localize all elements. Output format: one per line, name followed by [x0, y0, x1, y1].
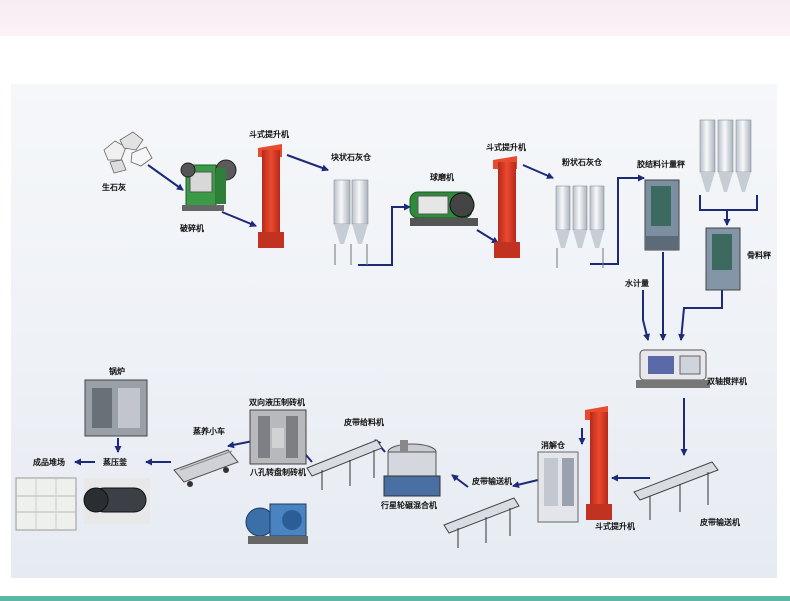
label-quicklime: 生石灰	[102, 183, 126, 192]
label-bucket-elevator-2: 斗式提升机	[486, 143, 526, 152]
finished-yard-equipment	[15, 477, 77, 531]
ball-mill	[409, 191, 478, 226]
quicklime-rocks	[103, 131, 153, 174]
label-belt-conveyor-right: 皮带输送机	[700, 518, 740, 527]
arrow-silo-to-mill	[358, 203, 411, 266]
aggregate-silos	[699, 119, 752, 192]
arrow-elevator-to-silo	[286, 154, 329, 172]
belt-conveyor-right-equipment	[633, 461, 719, 520]
label-bucket-elevator-1: 斗式提升机	[249, 130, 289, 139]
bucket-elevator-1	[258, 144, 284, 248]
belt-feeder-equipment	[306, 439, 383, 490]
label-aggregate-scale: 骨料秤	[747, 251, 771, 260]
hydraulic-brick-press-equipment	[249, 409, 307, 465]
arrow-crusher-to-elevator	[221, 211, 257, 227]
arrow-slaking-to-conveyor	[512, 479, 539, 489]
arrow-mill-to-elevator	[476, 229, 499, 244]
label-binder-scale: 胶结料计量秤	[637, 160, 685, 169]
label-ball-mill: 球磨机	[430, 173, 454, 182]
planetary-mixer-equipment	[383, 440, 441, 497]
arrow-elevator-to-powder-silo	[522, 164, 554, 179]
label-powder-lime-silo: 粉状石灰仓	[562, 158, 602, 167]
label-bucket-elevator-3: 斗式提升机	[595, 522, 635, 531]
label-hydraulic-brick-press: 双向液压制砖机	[249, 398, 305, 407]
arrow-press-to-cart	[227, 440, 254, 449]
eight-hole-press-equipment	[245, 503, 308, 544]
lump-lime-silos	[333, 179, 369, 265]
powder-lime-silos	[555, 185, 605, 268]
label-water-meter: 水计量	[625, 279, 649, 288]
flow-arrows	[74, 154, 758, 489]
label-slaking-silo: 消解仓	[541, 441, 565, 450]
arrow-quicklime-to-crusher	[147, 164, 184, 191]
binder-scale-equipment	[644, 179, 680, 251]
arrow-silo-to-binder-scale	[590, 174, 645, 265]
curing-cart-equipment	[173, 449, 239, 487]
label-eight-hole-press: 八孔转盘制砖机	[250, 468, 306, 477]
bottom-divider	[0, 596, 790, 601]
label-curing-cart: 蒸养小车	[193, 427, 225, 436]
label-planetary-mixer: 行星轮碾混合机	[381, 501, 437, 510]
aggregate-hopper-outlets	[699, 195, 758, 211]
slaking-silo-equipment	[537, 451, 579, 523]
bucket-elevator-2	[493, 156, 520, 258]
label-autoclave: 蒸压釜	[103, 458, 127, 467]
bucket-elevator-3	[585, 406, 612, 520]
jaw-crusher	[180, 159, 237, 211]
arrow-water-to-mixer	[642, 290, 650, 341]
arrow-conveyor-to-planetary	[451, 474, 469, 488]
top-header-band	[0, 0, 790, 36]
label-lump-lime-silo: 块状石灰仓	[331, 153, 371, 162]
label-finished-yard: 成品堆场	[33, 458, 65, 467]
label-boiler: 锅炉	[109, 367, 125, 376]
belt-conveyor-mid-equipment	[443, 497, 520, 548]
twin-shaft-mixer	[636, 349, 710, 388]
label-belt-feeder: 皮带给料机	[344, 418, 384, 427]
aggregate-scale-equipment	[705, 227, 741, 291]
label-twin-shaft-mixer: 双轴搅拌机	[707, 377, 747, 386]
label-belt-conveyor-mid: 皮带输送机	[472, 477, 512, 486]
arrow-aggregate-to-mixer	[678, 290, 723, 341]
label-crusher: 破碎机	[180, 224, 204, 233]
autoclave-equipment	[83, 478, 150, 524]
boiler-equipment	[84, 379, 148, 437]
